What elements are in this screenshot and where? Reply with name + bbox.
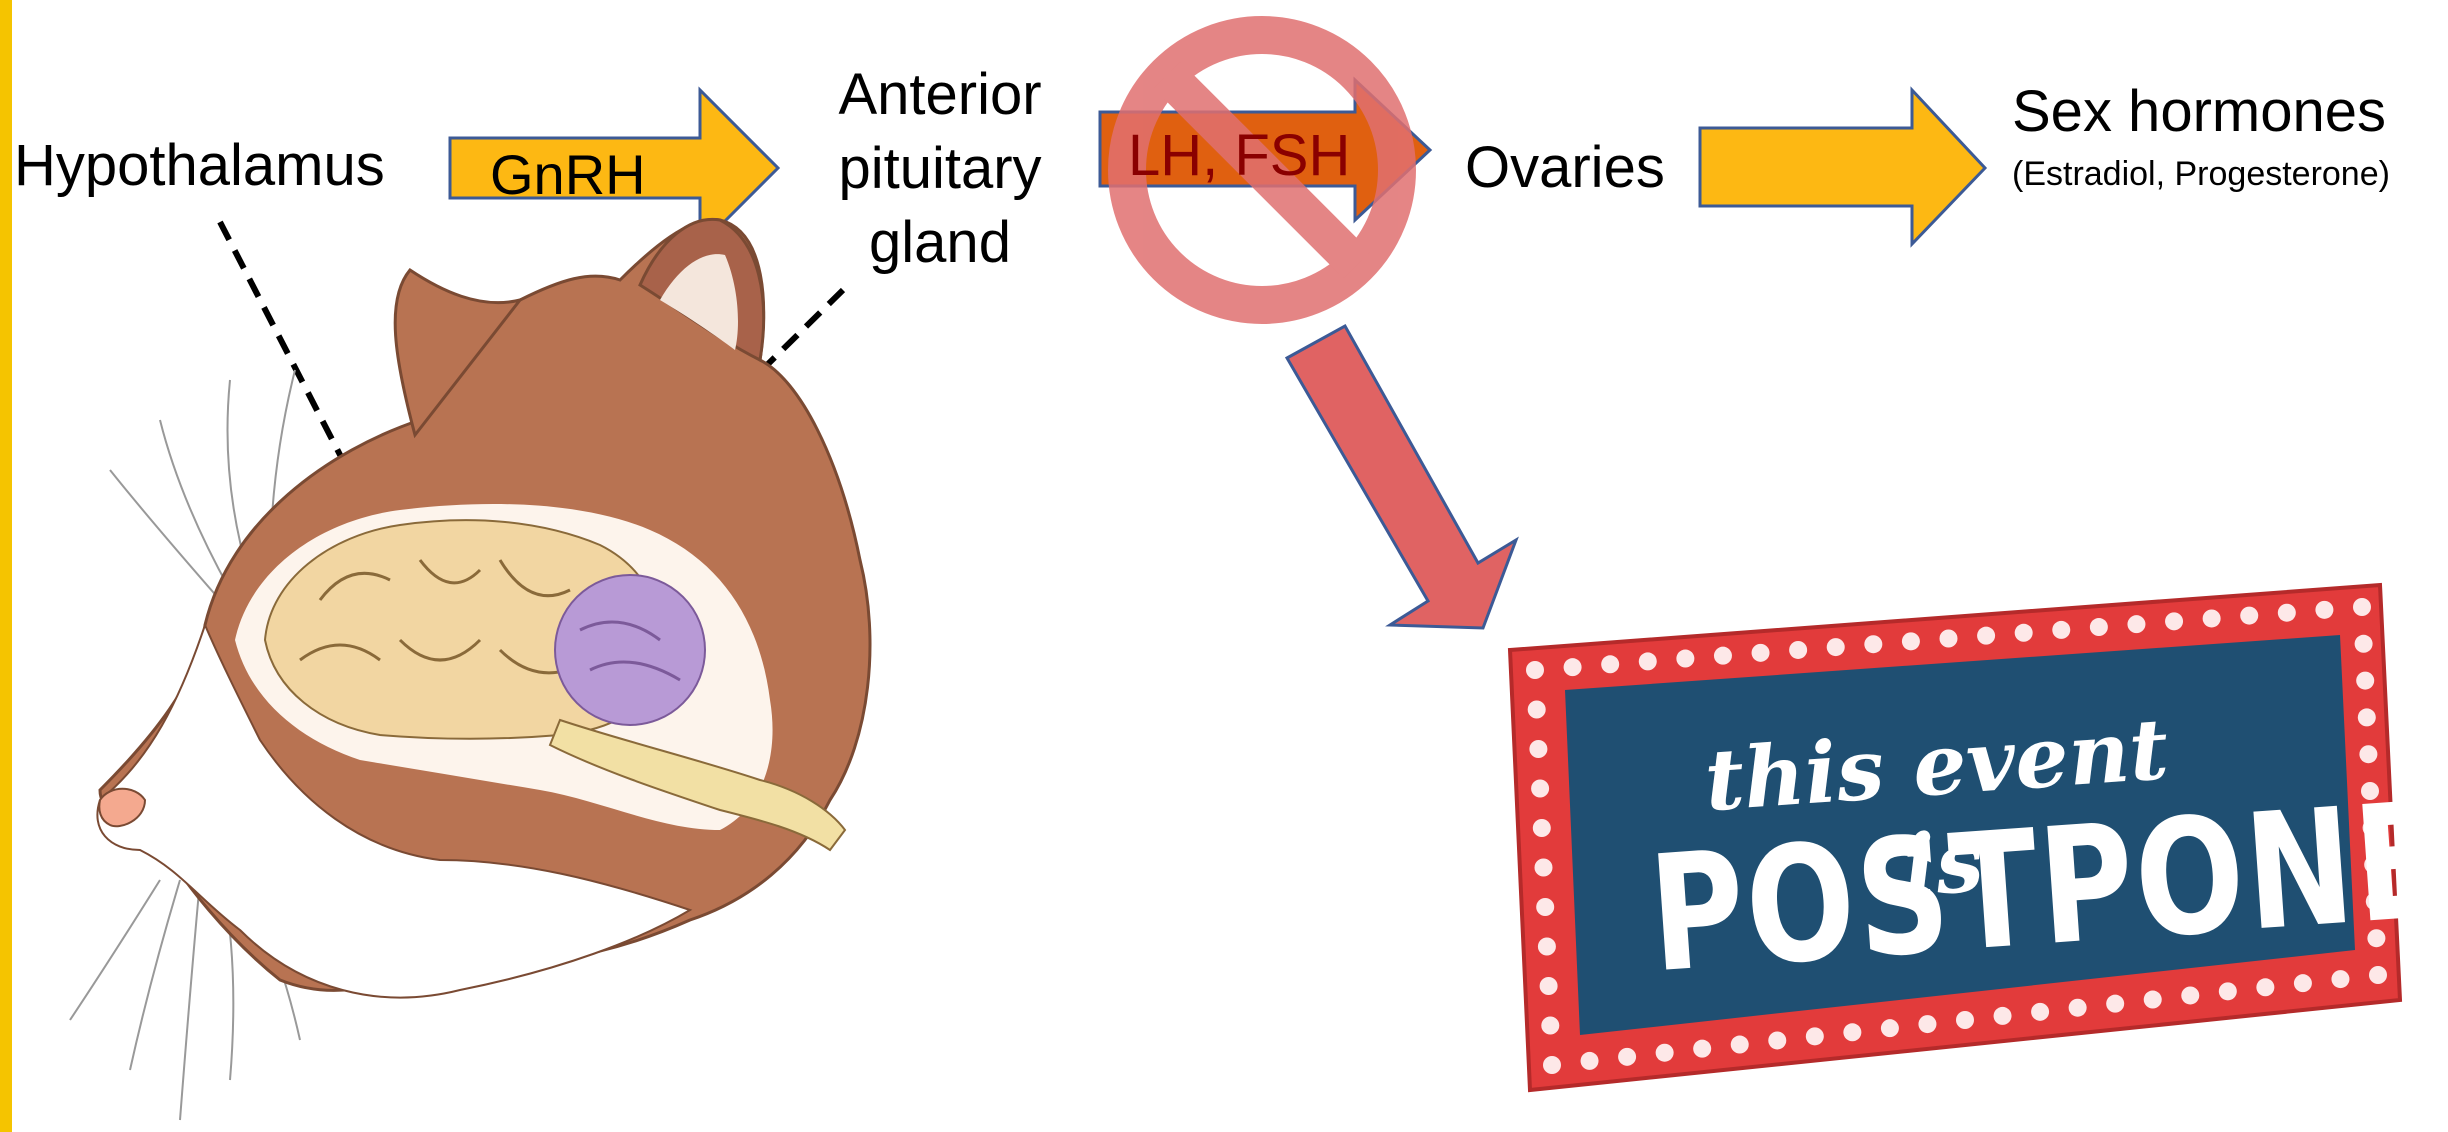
pituitary-line-3: gland (820, 206, 1060, 280)
marquee-bulb (2203, 609, 2221, 627)
marquee-bulb (2358, 708, 2376, 726)
marquee-bulb (1731, 1036, 1749, 1054)
node-ovaries: Ovaries (1465, 134, 1665, 201)
marquee-bulb (1676, 650, 1694, 668)
marquee-bulb (1693, 1040, 1711, 1058)
marquee-bulb (1714, 647, 1732, 665)
arrow-label-gnrh: GnRH (490, 142, 646, 207)
marquee-bulb (2219, 982, 2237, 1000)
marquee-bulb (2315, 601, 2333, 619)
marquee-bulb (2015, 624, 2033, 642)
arrow-label-lh-fsh: LH, FSH (1128, 122, 1350, 189)
marquee-bulb (1526, 661, 1544, 679)
node-hypothalamus: Hypothalamus (14, 132, 385, 199)
node-anterior-pituitary: Anterior pituitary gland (820, 58, 1060, 280)
marquee-bulb (2069, 999, 2087, 1017)
marquee-bulb (1540, 977, 1558, 995)
marquee-bulb (1789, 641, 1807, 659)
marquee-bulb (2294, 974, 2312, 992)
marquee-bulb (1538, 938, 1556, 956)
marquee-bulb (2031, 1003, 2049, 1021)
marquee-bulb (2090, 618, 2108, 636)
marquee-bulb (1902, 632, 1920, 650)
marquee-bulb (2356, 672, 2374, 690)
marquee-bulb (2106, 995, 2124, 1013)
marquee-bulb (2359, 745, 2377, 763)
marquee-bulb (2052, 621, 2070, 639)
marquee-bulb (2165, 612, 2183, 630)
marquee-bulb (1581, 1052, 1599, 1070)
marquee-bulb (1601, 655, 1619, 673)
marquee-bulb (1531, 780, 1549, 798)
marquee-bulb (2353, 598, 2371, 616)
node-sex-hormones-detail: (Estradiol, Progesterone) (2012, 155, 2390, 194)
marquee-bulb (1752, 644, 1770, 662)
marquee-bulb (1994, 1007, 2012, 1025)
marquee-bulb (1768, 1031, 1786, 1049)
marquee-bulb (1940, 630, 1958, 648)
marquee-bulb (2369, 966, 2387, 984)
marquee-bulb (1564, 658, 1582, 676)
marquee-bulb (1656, 1044, 1674, 1062)
marquee-bulb (1541, 1017, 1559, 1035)
marquee-bulb (1529, 740, 1547, 758)
node-sex-hormones: Sex hormones (2012, 78, 2386, 145)
marquee-bulb (1535, 859, 1553, 877)
marquee-bulb (2144, 991, 2162, 1009)
marquee-bulb (1881, 1019, 1899, 1037)
marquee-bulb (2127, 615, 2145, 633)
marquee-bulb (1543, 1056, 1561, 1074)
marquee-bulb (1533, 819, 1551, 837)
marquee-bulb (1806, 1027, 1824, 1045)
marquee-bulb (1536, 898, 1554, 916)
marquee-bulb (1639, 652, 1657, 670)
pituitary-line-1: Anterior (820, 58, 1060, 132)
marquee-bulb (1843, 1023, 1861, 1041)
pituitary-line-2: pituitary (820, 132, 1060, 206)
marquee-bulb (2278, 604, 2296, 622)
marquee-bulb (1528, 701, 1546, 719)
marquee-bulb (1827, 638, 1845, 656)
marquee-bulb (1918, 1015, 1936, 1033)
marquee-bulb (2256, 978, 2274, 996)
marquee-bulb (2240, 607, 2258, 625)
marquee-bulb (2181, 986, 2199, 1004)
marquee-bulb (1956, 1011, 1974, 1029)
marquee-bulb (2331, 970, 2349, 988)
marquee-bulb (2355, 635, 2373, 653)
marquee-bulb (1618, 1048, 1636, 1066)
marquee-bulb (1864, 635, 1882, 653)
marquee-bulb (1977, 627, 1995, 645)
